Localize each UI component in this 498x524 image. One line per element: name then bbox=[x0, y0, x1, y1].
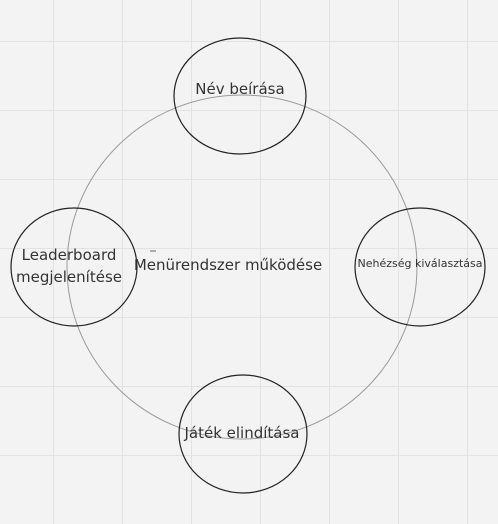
central-ring bbox=[66, 94, 418, 440]
node-top-circle[interactable] bbox=[173, 37, 307, 155]
center-label: Menürendszer működése bbox=[133, 256, 323, 274]
node-right-circle[interactable] bbox=[354, 207, 486, 327]
node-left-label: Leaderboard megjelenítése bbox=[16, 246, 122, 286]
node-right-label: Nehézség kiválasztása bbox=[357, 257, 483, 270]
node-top-label: Név beírása bbox=[195, 80, 285, 98]
node-bottom-circle[interactable] bbox=[178, 374, 308, 494]
node-left-circle[interactable] bbox=[10, 207, 138, 327]
node-bottom-label: Játék elindítása bbox=[184, 424, 300, 442]
